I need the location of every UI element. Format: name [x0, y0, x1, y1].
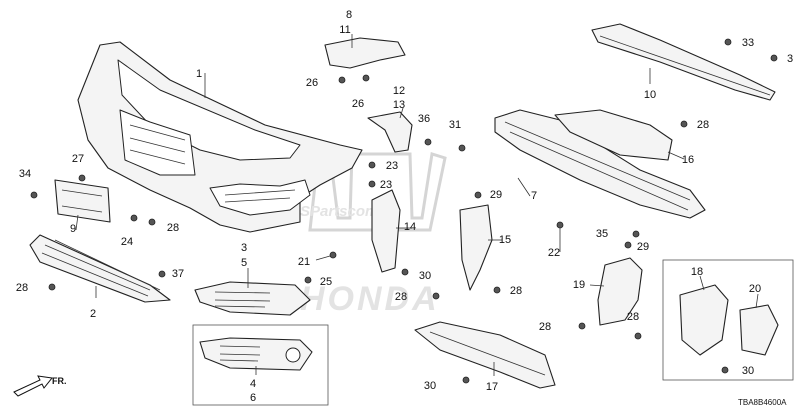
callout-label: 34	[19, 168, 31, 180]
callout-label: 5	[241, 257, 247, 269]
callout-label: 26	[352, 98, 364, 110]
callout-label: 20	[749, 283, 761, 295]
callout-label: 11	[339, 24, 350, 36]
callout-label: 28	[167, 222, 179, 234]
callout-label: 22	[548, 247, 560, 259]
lower-skirt	[414, 321, 556, 389]
callout-label: 8	[346, 9, 352, 21]
callout-label: 16	[682, 154, 694, 166]
inset-box-left	[192, 324, 329, 406]
callout-label: 23	[380, 179, 392, 191]
bumper-face	[77, 41, 363, 233]
callout-label: 28	[395, 291, 407, 303]
fog-trim-upper	[194, 281, 311, 316]
svg-text:HONDA: HONDA	[300, 280, 440, 318]
callout-label: 19	[573, 279, 585, 291]
callout-label: 27	[72, 153, 84, 165]
callout-label: 17	[486, 381, 498, 393]
side-bracket-right	[597, 257, 643, 326]
direction-label: FR.	[52, 376, 67, 386]
lower-grille	[29, 234, 171, 303]
callout-label: 29	[490, 189, 502, 201]
callout-label: 28	[539, 321, 551, 333]
upper-beam	[591, 23, 776, 101]
callout-label: 9	[70, 223, 76, 235]
callout-label: 30	[424, 380, 436, 392]
fog-trim-lower	[199, 337, 313, 371]
callout-label: 6	[250, 392, 256, 404]
callout-label: 30	[742, 365, 754, 377]
callout-label: 28	[627, 311, 639, 323]
side-bracket-20	[739, 304, 779, 356]
callout-label: 14	[404, 221, 416, 233]
license-bracket	[54, 179, 111, 223]
callout-label: 35	[596, 228, 608, 240]
callout-label: 31	[449, 119, 461, 131]
fasteners	[30, 38, 778, 384]
leader-lines	[75, 34, 759, 376]
callout-label: 15	[499, 234, 511, 246]
callout-label: 18	[691, 266, 703, 278]
bumper-beam	[494, 109, 706, 219]
callout-label: 30	[419, 270, 431, 282]
callout-label: 12	[393, 85, 405, 97]
callout-label: 10	[644, 89, 656, 101]
callout-label: 1	[196, 68, 202, 80]
callout-label: 36	[418, 113, 430, 125]
callout-label: 26	[306, 77, 318, 89]
upper-bracket	[324, 37, 406, 69]
front-direction-arrow: FR.	[13, 375, 67, 397]
callout-label: 28	[510, 285, 522, 297]
callout-label: 21	[298, 256, 310, 268]
callout-label: 13	[393, 99, 405, 111]
callout-label: 33	[742, 37, 754, 49]
callout-label: 28	[16, 282, 28, 294]
absorber	[554, 109, 673, 161]
callout-label: 37	[172, 268, 184, 280]
callout-label: 3	[241, 242, 247, 254]
callout-label: 23	[386, 160, 398, 172]
callout-label: 4	[250, 378, 256, 390]
diagram-code: TBA8B4600A	[738, 398, 787, 407]
callout-label: 2	[90, 308, 96, 320]
callout-label: 25	[320, 276, 332, 288]
side-spacer	[367, 111, 413, 153]
callout-label: 28	[697, 119, 709, 131]
callout-label: 3	[787, 53, 793, 65]
callout-label: 7	[531, 190, 537, 202]
callout-label: 29	[637, 241, 649, 253]
side-bracket-18	[679, 284, 729, 356]
inset-box-right	[662, 259, 794, 381]
callout-label: 24	[121, 236, 133, 248]
side-bracket-center	[459, 204, 493, 291]
side-bracket-left	[371, 189, 401, 273]
